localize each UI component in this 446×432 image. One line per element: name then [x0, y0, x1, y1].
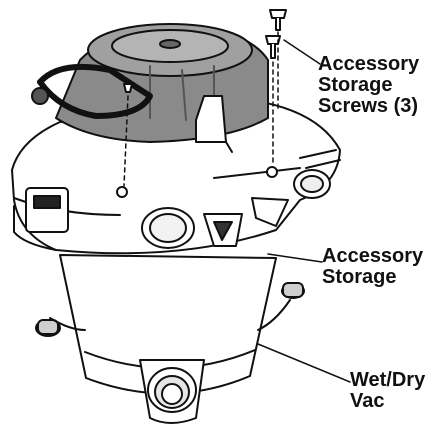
- leader-line-screws: [283, 39, 321, 65]
- power-cord: [31, 63, 153, 119]
- callout-line-2: Storage: [322, 266, 397, 288]
- handle: [195, 95, 233, 153]
- leader-lines: [257, 39, 351, 383]
- accessory-storage-screws: [116, 9, 287, 198]
- callout-line-1: Accessory: [318, 53, 420, 75]
- caster-right: [281, 282, 305, 299]
- caster-left: [35, 319, 61, 337]
- drain-port: [139, 359, 205, 424]
- callout-line-2: Vac: [350, 390, 385, 412]
- leader-line-storage: [267, 253, 323, 263]
- callout-accessory-storage-screws: Accessory Storage Screws (3): [318, 54, 419, 117]
- lid: [11, 99, 341, 255]
- drum: [49, 254, 291, 395]
- callout-line-1: Wet/Dry: [350, 369, 426, 391]
- screw-guide-lines: [123, 31, 279, 187]
- motor-head: [55, 23, 269, 143]
- callout-line-1: Accessory: [322, 245, 424, 267]
- callout-line-3: Screws (3): [318, 95, 419, 117]
- callout-line-2: Storage: [318, 74, 393, 96]
- callout-accessory-storage: Accessory Storage: [322, 246, 423, 288]
- callout-wet-dry-vac: Wet/Dry Vac: [350, 370, 425, 412]
- leader-line-vac: [257, 343, 351, 383]
